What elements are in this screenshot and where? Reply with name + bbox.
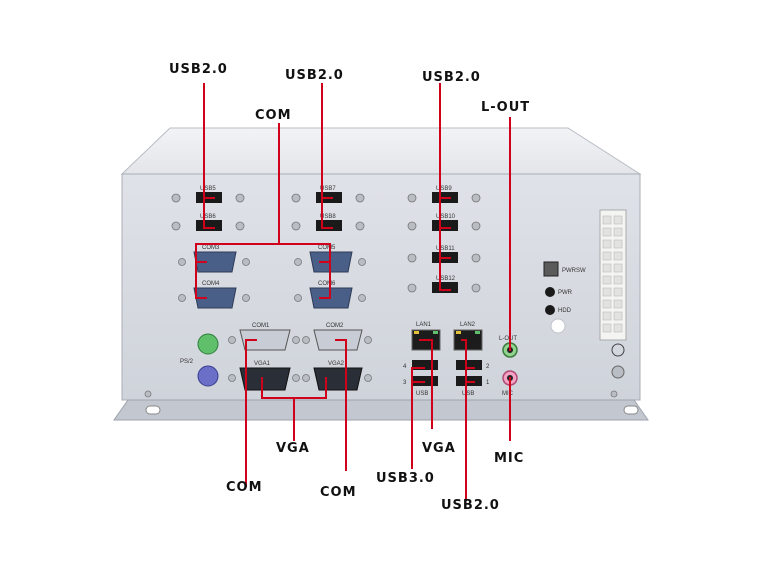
leader-com-bottom-right <box>335 339 347 471</box>
label-com5: COM5 <box>318 245 336 251</box>
leader-usb20-bottom <box>461 339 467 501</box>
label-usb5: USB5 <box>200 186 216 192</box>
callout-usb20-right: USB2.0 <box>422 70 481 85</box>
label-usb-a: USB <box>416 391 428 397</box>
leader-usb20-left <box>203 83 215 229</box>
label-usb11: USB11 <box>436 246 455 252</box>
label-mic: MIC <box>502 391 514 397</box>
label-hdd: HDD <box>558 308 572 314</box>
callout-usb20-bottom: USB2.0 <box>441 498 500 513</box>
label-lan2: LAN2 <box>460 322 476 328</box>
reset-hole <box>550 318 566 334</box>
label-usb9: USB9 <box>436 186 452 192</box>
mounting-flange <box>113 399 649 421</box>
leader-com-top-right <box>278 243 331 299</box>
chassis-front <box>121 173 641 401</box>
label-usb10: USB10 <box>436 214 456 220</box>
callout-vga-left: VGA <box>276 441 310 456</box>
label-com3: COM3 <box>202 245 220 251</box>
callout-com-bottom-left: COM <box>226 480 263 495</box>
leader-com-bottom-left <box>245 339 257 487</box>
leader-usb20-right <box>439 83 451 291</box>
label-port-1: 1 <box>486 380 490 386</box>
callout-mic: MIC <box>494 451 525 466</box>
callout-com-bottom-right: COM <box>320 485 357 500</box>
label-port-2: 2 <box>486 364 490 370</box>
callout-usb30: USB3.0 <box>376 471 435 486</box>
ps2-mouse-port <box>197 333 219 355</box>
flange-slot-left <box>145 405 161 415</box>
screw-set <box>144 193 618 398</box>
callout-com-top: COM <box>255 108 292 123</box>
label-ps2: PS/2 <box>180 359 194 365</box>
label-vga2: VGA2 <box>328 361 345 367</box>
leader-usb30 <box>411 367 425 469</box>
flange-slot-right <box>623 405 639 415</box>
panel-silkscreen: USB5 USB6 USB7 USB8 USB9 USB10 USB11 USB… <box>180 186 586 397</box>
label-vga1: VGA1 <box>254 361 271 367</box>
callout-lout: L-OUT <box>481 100 531 115</box>
callout-vga-right: VGA <box>422 441 456 456</box>
ground-screw <box>611 365 625 379</box>
pwr-led <box>545 287 555 297</box>
label-usb6: USB6 <box>200 214 216 220</box>
ground-symbol <box>611 343 625 357</box>
label-com2: COM2 <box>326 323 344 329</box>
label-pwrsw: PWRSW <box>562 268 586 274</box>
label-com6: COM6 <box>318 281 336 287</box>
label-pwr: PWR <box>558 290 573 296</box>
leader-com-top <box>195 123 280 299</box>
label-com1: COM1 <box>252 323 270 329</box>
power-switch <box>543 261 559 277</box>
label-port-4: 4 <box>403 364 407 370</box>
label-lan1: LAN1 <box>416 322 432 328</box>
label-com4: COM4 <box>202 281 220 287</box>
label-port-3: 3 <box>403 380 407 386</box>
callout-usb20-left: USB2.0 <box>169 62 228 77</box>
ps2-keyboard-port <box>197 365 219 387</box>
power-connector-pins <box>602 215 623 333</box>
leader-lines <box>195 83 511 501</box>
label-lout: L-OUT <box>499 336 517 342</box>
leader-usb20-mid <box>321 83 333 229</box>
callout-usb20-mid: USB2.0 <box>285 68 344 83</box>
label-usb-b: USB <box>462 391 474 397</box>
hdd-led <box>545 305 555 315</box>
label-usb12: USB12 <box>436 276 456 282</box>
label-usb8: USB8 <box>320 214 336 220</box>
chassis-top <box>120 127 642 175</box>
label-usb7: USB7 <box>320 186 336 192</box>
leader-vga-right-a <box>419 339 433 429</box>
